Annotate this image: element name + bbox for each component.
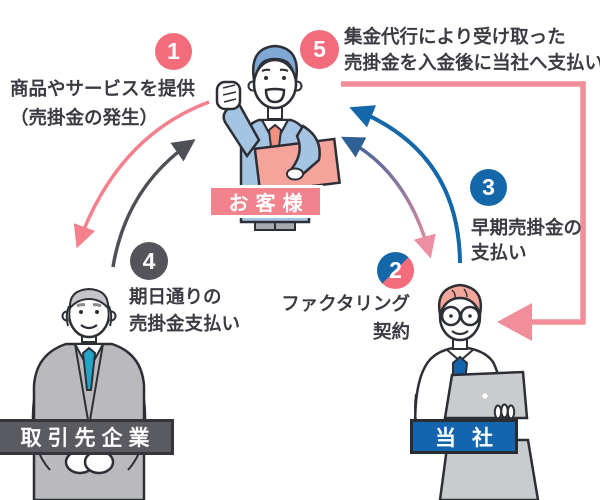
step-4-badge: 4	[130, 242, 168, 280]
arrow-step-2	[340, 136, 436, 259]
arrow-step-4	[111, 139, 196, 268]
step-5-number: 5	[313, 36, 326, 62]
arrow-step-1	[73, 100, 210, 249]
step-3-caption-line-2: 支払い	[471, 242, 527, 263]
step-4-caption: 期日通りの 売掛金支払い	[129, 283, 240, 337]
step-1-number: 1	[167, 38, 180, 64]
step-3-badge: 3	[470, 169, 507, 206]
arrow-step-5-head	[497, 303, 532, 341]
step-5-caption-line-2: 売掛金を入金後に当社へ支払い	[344, 52, 600, 73]
step-1-caption-line-2: （売掛金の発生）	[10, 107, 159, 128]
step-2-badge: 2	[377, 252, 414, 289]
step-3-number: 3	[482, 174, 495, 200]
company-name-plate: 当社	[410, 419, 518, 454]
client-company-label: 取引先企業	[20, 427, 156, 450]
step-4-caption-line-2: 売掛金支払い	[129, 313, 241, 334]
arrow-step-5	[341, 81, 586, 325]
step-4-number: 4	[142, 247, 156, 274]
step-1-caption-line-1: 商品やサービスを提供	[10, 78, 196, 99]
step-2-caption-line-2: 契約	[372, 321, 410, 342]
step-3-caption-line-1: 早期売掛金の	[471, 217, 583, 238]
client-company-name-plate: 取引先企業	[0, 419, 174, 455]
step-4-caption-line-1: 期日通りの	[129, 286, 222, 307]
customer-name-plate: お客様	[208, 185, 323, 218]
step-5-caption: 集金代行により受け取った 売掛金を入金後に当社へ支払い	[344, 24, 600, 76]
step-5-caption-line-1: 集金代行により受け取った	[344, 26, 566, 47]
customer-label: お客様	[228, 193, 310, 215]
arrow-step-3	[349, 105, 462, 264]
step-1-badge: 1	[155, 33, 192, 70]
step-2-number: 2	[389, 257, 402, 283]
step-5-badge: 5	[300, 30, 339, 69]
step-3-caption: 早期売掛金の 支払い	[471, 215, 582, 265]
step-2-caption-line-1: ファクタリング	[281, 293, 410, 314]
step-1-caption: 商品やサービスを提供 （売掛金の発生）	[10, 74, 195, 132]
step-2-caption: ファクタリング 契約	[281, 290, 410, 346]
company-label: 当社	[435, 426, 509, 450]
